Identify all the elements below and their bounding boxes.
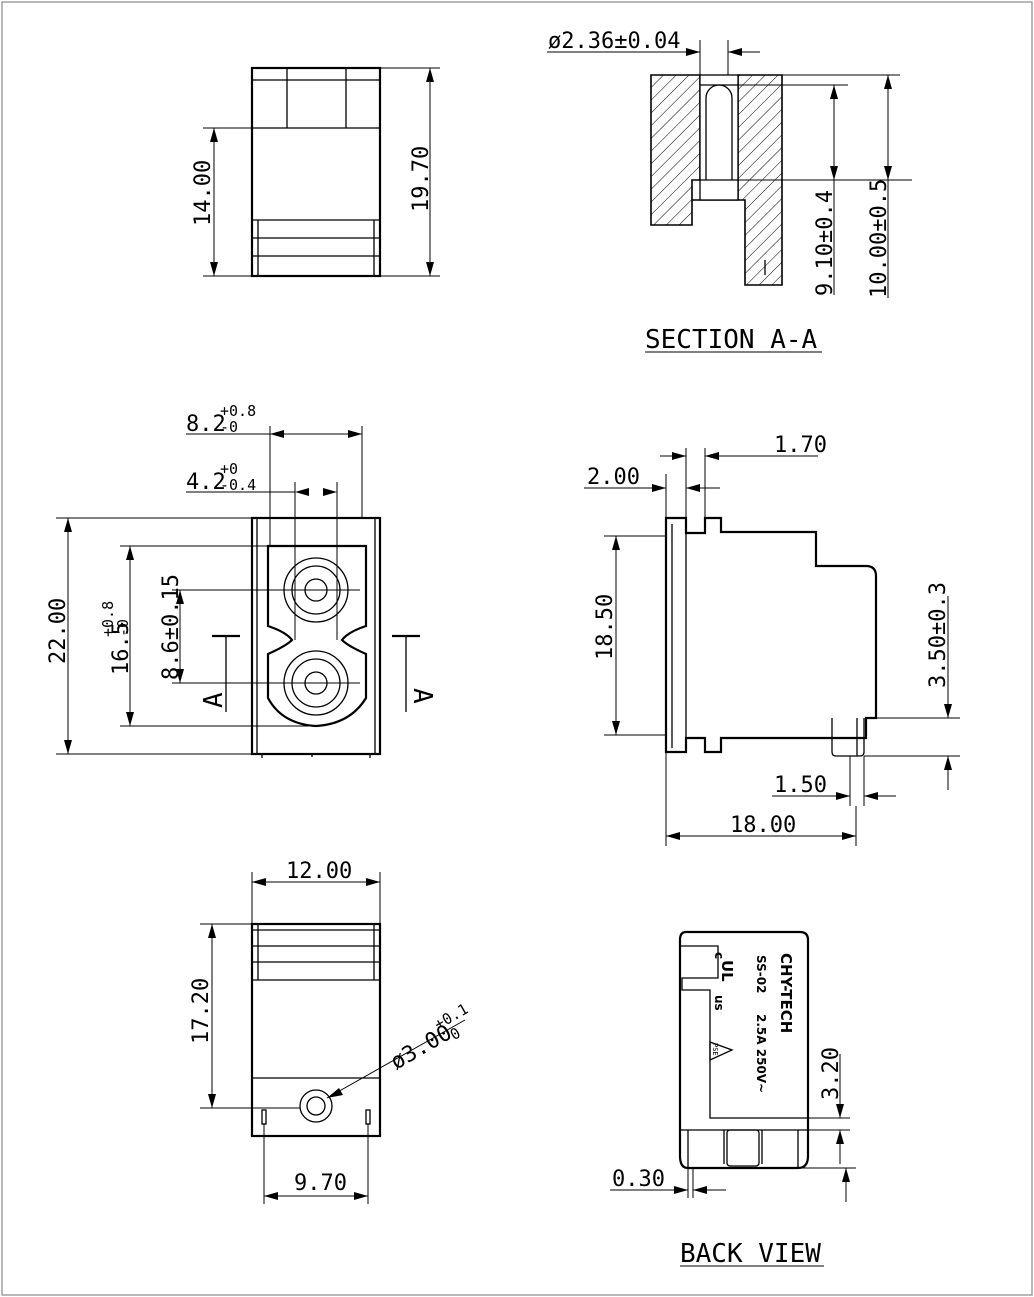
dim-side-length: 18.00: [730, 813, 796, 838]
dim-slot-inner-tol-up: +0: [220, 460, 238, 478]
marking-cert-c: c: [712, 952, 726, 959]
dim-pin-width: 1.50: [774, 773, 827, 798]
pse-mark-icon: [709, 1041, 734, 1062]
dim-pin-pitch: 8.6±0.15: [159, 574, 184, 680]
section-mark-right: A: [407, 688, 437, 704]
dim-slot-inner: 4.2: [186, 470, 226, 495]
marking-rating: 2.5A 250V~: [754, 1014, 768, 1093]
dim-hole-dia: ø2.36±0.04: [548, 29, 680, 54]
front-view: 8.2 +0.8 -0 4.2 +0 -0.4 22.00 16.5 +0.8 …: [46, 402, 437, 758]
dim-bottom-height: 17.20: [189, 978, 214, 1044]
dim-pin-length: 3.50±0.3: [926, 582, 951, 688]
dim-top-height-total: 19.70: [409, 146, 434, 212]
bottom-view: 12.00 17.20 ø3.00 +0.1 -0 9.70: [189, 859, 471, 1204]
back-view: CHY-TECH SS-02 2.5A 250V~ c UL us PSE 3.…: [610, 930, 856, 1269]
side-view: 2.00 1.70 18.50 3.50±0.3 1.50: [584, 433, 960, 846]
dim-slot-width-tol-up: +0.8: [220, 402, 256, 420]
marking-cert-ul: UL: [718, 960, 736, 982]
dim-slot-width: 8.2: [186, 412, 226, 437]
dim-side-offset-b: 1.70: [774, 433, 827, 458]
dim-back-gap: 0.30: [612, 1167, 665, 1192]
section-title: SECTION A-A: [645, 325, 818, 355]
section-view: ø2.36±0.04 9.10±0.4 10.00±0.5 SECTION A-…: [547, 29, 912, 355]
dim-section-depth: 10.00±0.5: [867, 179, 892, 298]
dim-slot-inner-tol-dn: -0.4: [220, 476, 256, 494]
dim-opening-height: 16.5: [109, 622, 134, 675]
dim-bottom-width: 12.00: [286, 859, 352, 884]
dim-top-height-inner: 14.00: [191, 160, 216, 226]
dim-slot-width-tol-dn: -0: [220, 418, 238, 436]
dim-hole-depth: 9.10±0.4: [813, 190, 838, 296]
marking-cert-us: us: [712, 995, 726, 1011]
back-view-title: BACK VIEW: [680, 1239, 821, 1269]
dim-opening-height-tol-dn: -0: [114, 619, 132, 637]
dim-mount-hole-offset: 9.70: [294, 1171, 347, 1196]
marking-model: SS-02: [754, 955, 768, 993]
marking-cert-pse: PSE: [711, 1043, 719, 1056]
marking-brand: CHY-TECH: [777, 953, 795, 1033]
dim-side-height: 18.50: [593, 594, 618, 660]
dim-opening-height-tol-up: +0.8: [99, 601, 117, 637]
dim-back-tab: 3.20: [819, 1047, 844, 1100]
section-mark-left: A: [199, 692, 229, 708]
top-view: 14.00 19.70: [191, 66, 440, 278]
dim-side-offset-a: 2.00: [587, 465, 640, 490]
dim-front-height: 22.00: [46, 598, 71, 664]
